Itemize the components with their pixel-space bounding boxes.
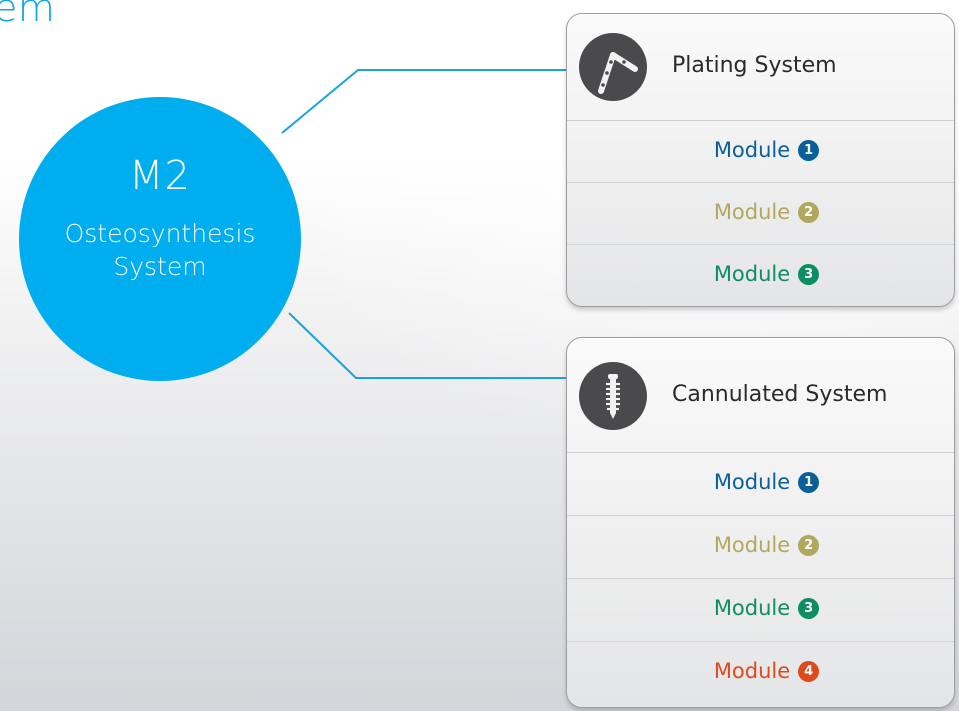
connector-plating <box>281 69 566 134</box>
module-number-badge: 2 <box>798 201 820 223</box>
plating-module-1[interactable]: Module 1 <box>567 121 954 183</box>
module-number-badge: 1 <box>798 471 820 493</box>
cannulated-module-4[interactable]: Module 4 <box>567 642 954 704</box>
module-label: Module <box>713 596 791 620</box>
module-label: Module <box>713 533 791 557</box>
module-number-badge: 3 <box>798 263 820 285</box>
module-label: Module <box>713 138 791 162</box>
plating-module-2[interactable]: Module 2 <box>567 183 954 245</box>
cannulated-module-1[interactable]: Module 1 <box>567 453 954 516</box>
plating-module-3[interactable]: Module 3 <box>567 245 954 306</box>
module-label: Module <box>713 200 791 224</box>
module-number-badge: 3 <box>798 597 820 619</box>
module-number-badge: 2 <box>798 534 820 556</box>
hub-code: M2 <box>129 153 191 199</box>
cannulated-system-title: Cannulated System <box>672 382 888 407</box>
hub-circle[interactable]: M2 Osteosynthesis System <box>19 97 301 381</box>
connector-cannulated <box>288 312 566 379</box>
screw-icon <box>579 362 647 430</box>
hub-name: Osteosynthesis System <box>19 217 301 283</box>
cannulated-module-2[interactable]: Module 2 <box>567 516 954 579</box>
module-label: Module <box>713 470 791 494</box>
cannulated-system-card: Cannulated System Module 1 Module 2 Modu… <box>566 337 955 708</box>
module-number-badge: 1 <box>798 139 820 161</box>
module-label: Module <box>713 659 791 683</box>
plating-system-header[interactable]: Plating System <box>567 14 954 121</box>
bone-plate-icon <box>579 33 647 101</box>
hub-name-line2: System <box>113 252 207 281</box>
page-title: em <box>0 0 56 30</box>
cannulated-module-3[interactable]: Module 3 <box>567 579 954 642</box>
cannulated-system-header[interactable]: Cannulated System <box>567 338 954 453</box>
plating-system-title: Plating System <box>672 53 837 78</box>
hub-name-line1: Osteosynthesis <box>64 219 256 248</box>
module-label: Module <box>713 262 791 286</box>
module-number-badge: 4 <box>798 660 820 682</box>
plating-system-card: Plating System Module 1 Module 2 Module … <box>566 13 955 307</box>
